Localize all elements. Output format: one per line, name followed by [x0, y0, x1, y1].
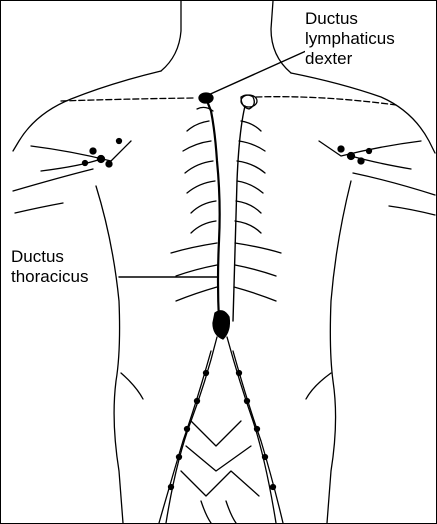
- right-hip: [306, 373, 331, 399]
- label-line: lymphaticus: [305, 29, 395, 49]
- label-line: thoracicus: [11, 267, 88, 287]
- lumbar-nodes: [169, 371, 276, 490]
- label-line: Ductus: [305, 9, 395, 29]
- intercostal-vessels-right: [234, 121, 281, 301]
- clavicle-right: [256, 97, 396, 105]
- left-axilla-vessels: [31, 141, 131, 161]
- left-arm-inner: [13, 169, 93, 191]
- clavicle-left: [61, 98, 193, 101]
- right-arm-lower: [389, 206, 435, 215]
- right-torso-side: [327, 181, 351, 523]
- right-arm-inner: [353, 173, 435, 195]
- inguinal-vessels: [181, 421, 259, 523]
- label-line: dexter: [305, 49, 395, 69]
- left-torso-side: [96, 186, 123, 523]
- lumbar-trunk-left: [166, 337, 217, 523]
- left-shoulder-outline: [13, 71, 161, 151]
- lumbar-trunk-right: [227, 337, 276, 523]
- intercostal-vessels-left: [171, 121, 217, 301]
- label-line: Ductus: [11, 247, 88, 267]
- label-ductus-lymphaticus-dexter: Ductus lymphaticus dexter: [305, 9, 395, 69]
- neck-outline: [161, 1, 181, 71]
- left-hip: [121, 373, 143, 399]
- cisterna-chyli: [213, 311, 229, 339]
- right-shoulder-outline: [291, 73, 435, 153]
- label-ductus-thoracicus: Ductus thoracicus: [11, 247, 88, 287]
- left-arm-lower: [15, 203, 63, 213]
